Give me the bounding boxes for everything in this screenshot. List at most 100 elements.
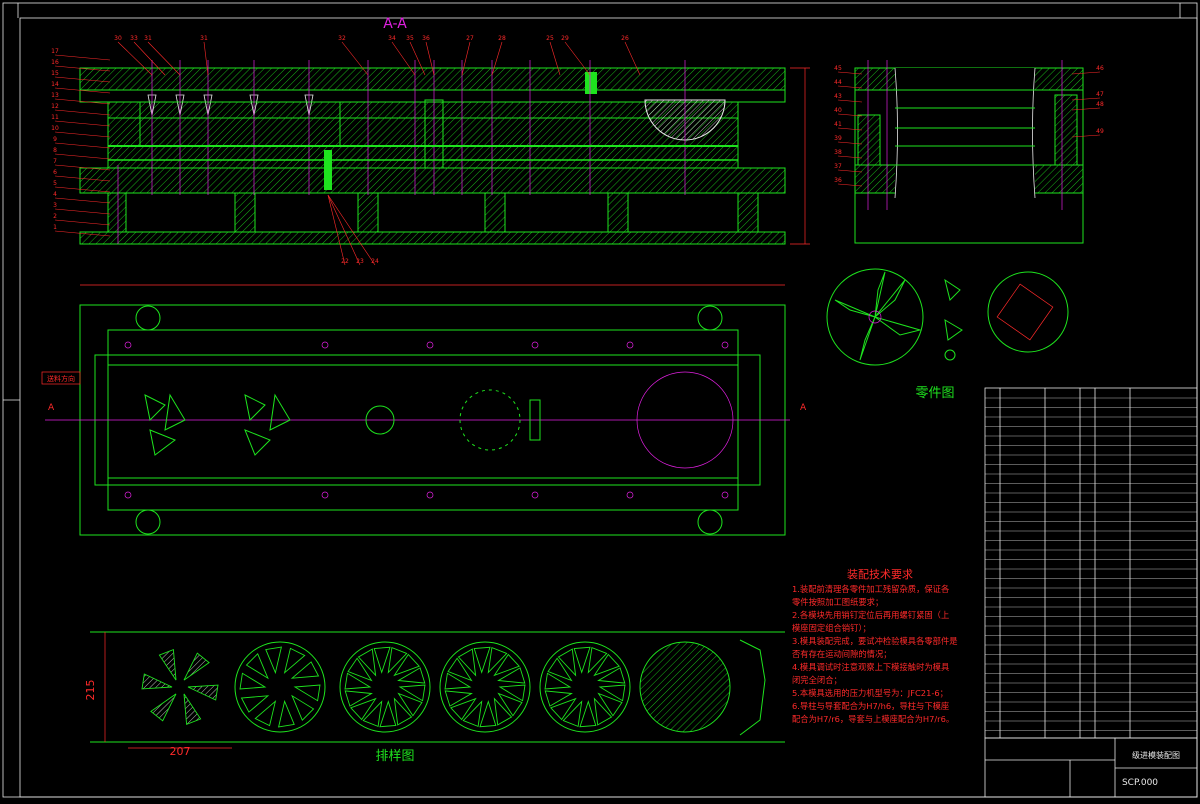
part-balloon: 39: [834, 135, 842, 142]
blade-shape: [290, 661, 320, 679]
layout-drawing-title: 排样图: [375, 749, 414, 764]
blade-shape: [450, 697, 477, 721]
blade-shape: [265, 646, 282, 675]
part-balloon: 22: [341, 258, 349, 265]
blade-shape: [344, 690, 373, 707]
blade-shape: [362, 700, 383, 728]
part-balloon: 12: [51, 103, 59, 110]
part-balloon: 14: [51, 81, 59, 88]
part-balloon: 47: [1096, 91, 1104, 98]
part-balloon: 2: [53, 213, 57, 220]
part-balloon: 4: [53, 191, 57, 198]
blade-shape: [397, 667, 426, 684]
blade-shape: [398, 684, 426, 702]
part-balloon: 3: [53, 202, 57, 209]
part-balloon: 15: [51, 70, 59, 77]
blade-shape: [562, 700, 583, 728]
part-balloon: 24: [371, 258, 379, 265]
part-balloon: 31: [144, 35, 152, 42]
part-balloon: 40: [834, 107, 842, 114]
part-balloon: 31: [200, 35, 208, 42]
blade-shape: [357, 648, 377, 677]
blade-shape: [278, 699, 295, 728]
part-balloon: 36: [834, 177, 842, 184]
tech-requirement-line: 否有存在运动间隙的情况；: [792, 649, 892, 659]
blade-shape: [497, 667, 526, 684]
part-balloon: 8: [53, 147, 57, 154]
blade-shape: [447, 657, 473, 682]
tech-requirement-line: 6.导柱与导套配合为H7/h6，导柱与下模座: [792, 701, 949, 711]
blade-shape: [141, 673, 173, 690]
tech-requirements: 装配技术要求 1.装配前清理各零件加工残留杂质，保证各零件按照加工图纸要求；2.…: [792, 568, 958, 724]
blade-shape: [240, 695, 270, 713]
part-balloon: 16: [51, 59, 59, 66]
drawing-name: 级进模装配图: [1132, 750, 1180, 760]
tech-requirement-line: 3.模具装配完成，要试冲检验模具各零部件是: [792, 636, 958, 646]
blade-shape: [293, 684, 321, 702]
blade-shape: [444, 690, 473, 707]
part-balloon: 34: [388, 35, 396, 42]
blade-shape: [245, 653, 269, 680]
tech-requirements-title: 装配技术要求: [847, 568, 913, 581]
blade-shape: [487, 646, 508, 674]
part-balloon: 35: [406, 35, 414, 42]
blade-shape: [493, 697, 513, 726]
section-view-aa: A-A: [51, 16, 810, 266]
section-arrow-label-left: A: [48, 403, 55, 413]
part-balloon: 48: [1096, 101, 1104, 108]
part-balloon: 36: [422, 35, 430, 42]
blade-shape: [344, 672, 372, 690]
section-arrow-label-right: A: [800, 403, 807, 413]
part-balloon: 6: [53, 169, 57, 176]
tech-requirement-line: 5.本模具选用的压力机型号为：JFC21-6；: [792, 688, 948, 698]
part-balloon: 41: [834, 121, 842, 128]
part-balloon: 29: [561, 35, 569, 42]
blade-shape: [150, 693, 177, 722]
blade-shape: [283, 647, 306, 674]
part-balloon: 28: [498, 35, 506, 42]
tech-requirement-line: 闭完全闭合；: [792, 675, 842, 685]
blade-shape: [393, 653, 420, 677]
blade-shape: [587, 646, 608, 674]
strip-pitch-dim: 207: [170, 745, 191, 758]
tech-requirement-line: 4.模具调试时注意观察上下模接触时为模具: [792, 662, 949, 672]
part-balloon: 43: [834, 93, 842, 100]
strip-station-outline: [439, 641, 531, 733]
tech-requirement-line: 2.各模块先用销钉定位后再用螺钉紧固（上: [792, 610, 949, 620]
title-block: 级进模装配图 SCP.000: [984, 737, 1198, 798]
part-drawing-title: 零件图: [915, 386, 954, 401]
strip-station-outline: [234, 641, 326, 733]
part-balloon: 1: [53, 224, 57, 231]
blade-shape: [550, 697, 577, 721]
blade-shape: [387, 646, 408, 674]
part-balloon: 27: [466, 35, 474, 42]
parts-list: [984, 387, 1198, 739]
blade-shape: [444, 672, 472, 690]
blade-shape: [498, 684, 526, 702]
part-balloon: 44: [834, 79, 842, 86]
blade-shape: [239, 672, 267, 690]
part-balloon: 7: [53, 158, 57, 165]
drawing-number: SCP.000: [1122, 778, 1158, 788]
blade-shape: [579, 700, 597, 728]
blade-shape: [557, 648, 577, 677]
part-balloon: 38: [834, 149, 842, 156]
part-balloon: 45: [834, 65, 842, 72]
blade-shape: [393, 697, 413, 726]
blade-shape: [593, 653, 620, 677]
part-balloon: 17: [51, 48, 59, 55]
blade-shape: [291, 694, 315, 721]
blade-shape: [397, 692, 423, 717]
blade-shape: [457, 648, 477, 677]
tech-requirement-line: 模座固定组合销钉）；: [792, 623, 871, 633]
part-balloon: 9: [53, 136, 57, 143]
blade-shape: [183, 652, 210, 681]
blade-shape: [379, 700, 397, 728]
